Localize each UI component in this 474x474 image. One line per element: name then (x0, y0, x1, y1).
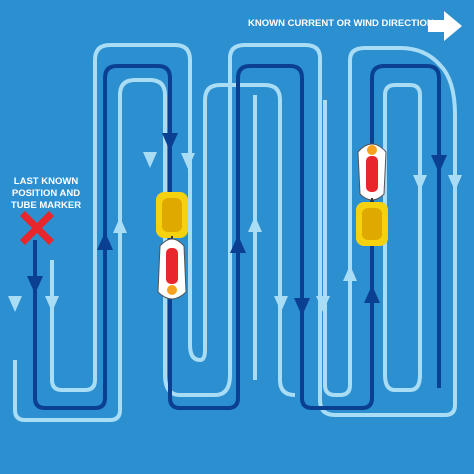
light-arrow-4 (143, 152, 157, 168)
light-arrow-3 (113, 217, 127, 233)
light-arrow-10 (413, 175, 427, 191)
outer-search-path (13, 43, 457, 422)
jet-ski-icon (156, 192, 188, 300)
dark-arrow-down-2 (162, 133, 178, 151)
light-arrow-7 (274, 296, 288, 312)
light-arrow-2 (45, 296, 59, 312)
jet-ski-icon (356, 143, 388, 246)
light-arrow-6 (248, 216, 262, 232)
dark-arrow-up-2 (230, 235, 246, 253)
x-mark-icon (20, 211, 54, 245)
dark-arrow-down-1 (27, 276, 43, 294)
right-arrow-icon (428, 11, 462, 41)
inner-search-path (50, 43, 201, 392)
light-arrow-1 (8, 296, 22, 312)
inner-search-path-c (253, 83, 422, 392)
dark-arrow-down-4 (431, 155, 447, 173)
dark-arrow-down-3 (294, 298, 310, 316)
light-arrow-5 (181, 153, 195, 169)
dark-arrow-up-3 (364, 285, 380, 303)
light-arrow-11 (448, 175, 462, 191)
light-arrow-8 (316, 296, 330, 312)
dark-arrow-up-1 (97, 232, 113, 250)
light-arrow-9 (343, 265, 357, 281)
last-known-label: LAST KNOWN POSITION AND TUBE MARKER (10, 176, 82, 211)
direction-label: KNOWN CURRENT OR WIND DIRECTION (248, 18, 434, 29)
inner-search-path-b (199, 83, 296, 397)
